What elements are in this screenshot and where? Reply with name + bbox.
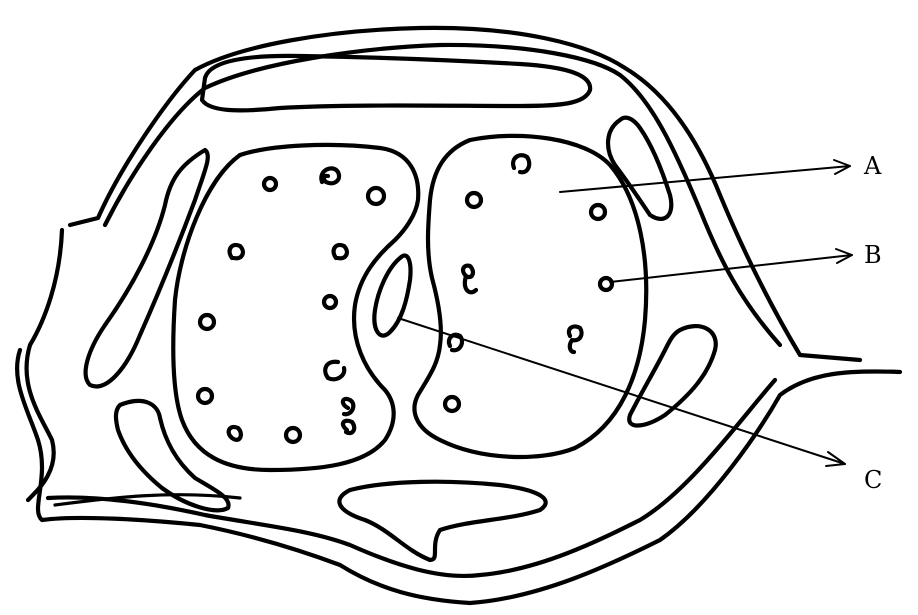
chloroplast	[445, 397, 459, 411]
chloroplast	[343, 399, 353, 414]
left-subsidiary-cell	[86, 150, 208, 386]
chloroplast	[230, 245, 243, 258]
chloroplast	[600, 278, 612, 290]
lower-middle-cell	[339, 482, 545, 560]
chloroplast	[343, 421, 354, 433]
chloroplast	[286, 428, 300, 442]
chloroplast	[200, 315, 214, 329]
right-subsidiary-cell	[608, 118, 671, 219]
top-cell	[202, 56, 590, 111]
epidermal-cell-outlines	[17, 28, 900, 603]
chloroplast	[513, 155, 529, 172]
guard-cells	[173, 136, 646, 470]
chloroplast	[368, 188, 384, 204]
chloroplast	[334, 245, 347, 258]
chloroplast	[463, 266, 476, 293]
labels: A B C	[863, 152, 882, 494]
chloroplast	[467, 193, 481, 207]
chloroplast	[229, 427, 241, 440]
label-a: A	[863, 152, 882, 180]
leader-lines	[398, 160, 852, 466]
label-c: C	[864, 466, 882, 494]
chloroplast	[264, 178, 276, 190]
chloroplast	[325, 362, 344, 380]
leader-line-a	[560, 166, 850, 192]
stomatal-pore	[374, 255, 410, 335]
label-b: B	[864, 241, 882, 269]
chloroplast	[324, 296, 336, 308]
chloroplast	[321, 168, 339, 183]
chloroplast	[591, 205, 605, 219]
outer-boundary-2	[27, 230, 62, 500]
chloroplast	[569, 326, 582, 352]
outer-boundary-1	[70, 28, 860, 360]
chloroplast	[198, 389, 212, 403]
